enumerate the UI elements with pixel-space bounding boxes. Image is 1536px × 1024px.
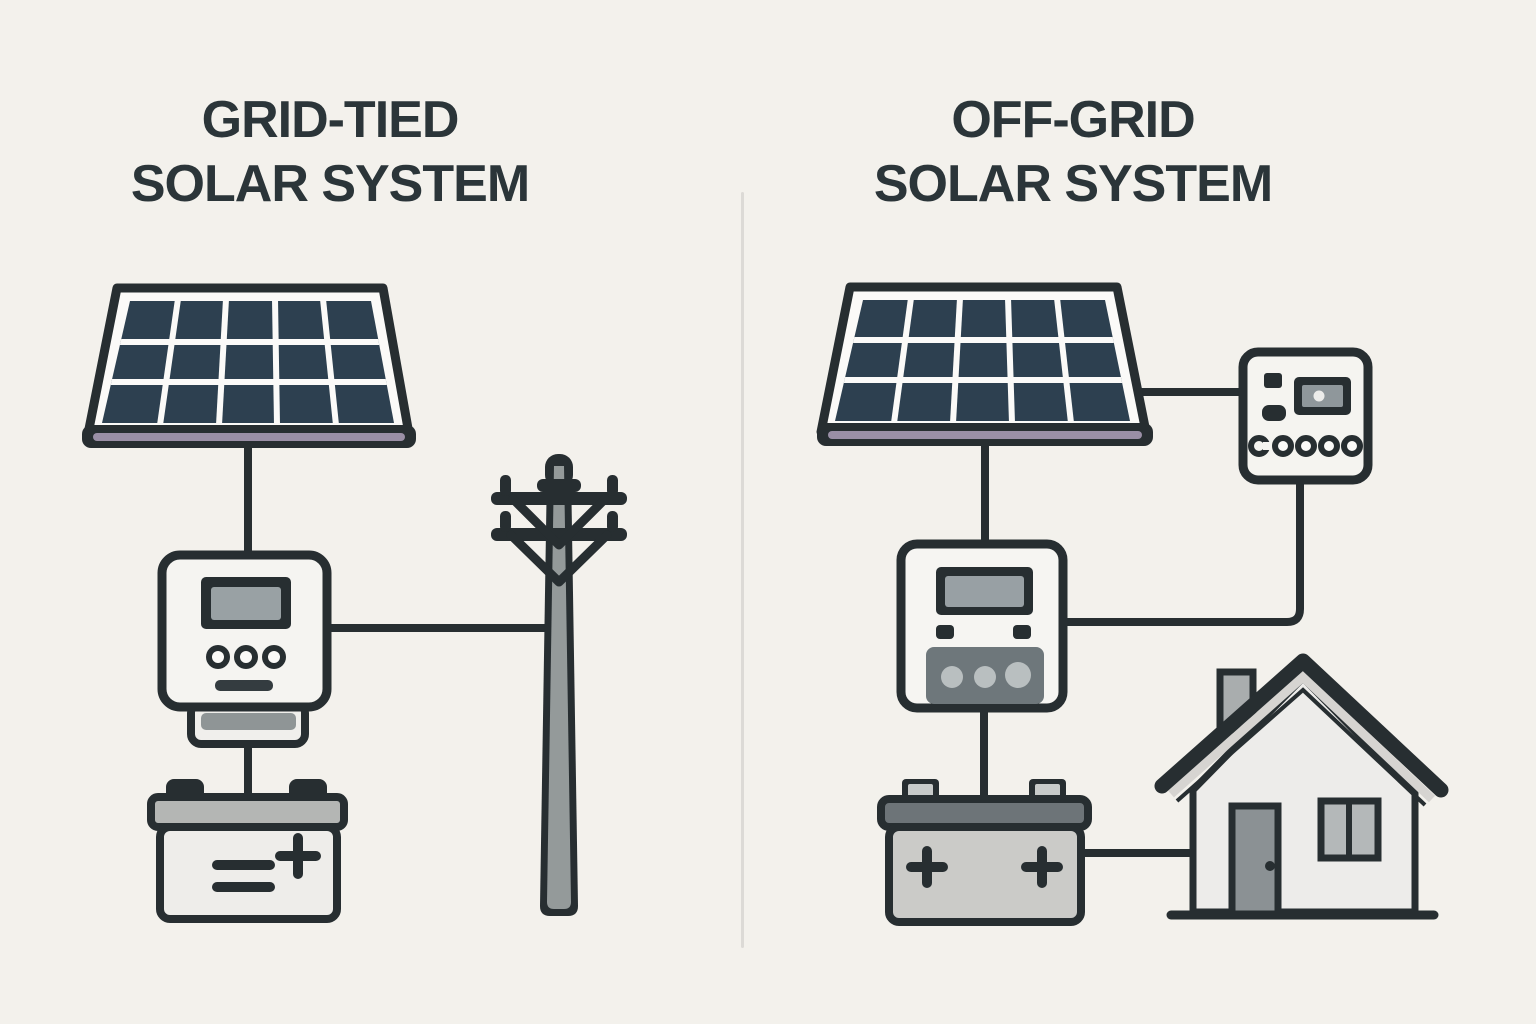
panel-cells xyxy=(102,301,394,423)
right-title-line2: SOLAR SYSTEM xyxy=(873,155,1273,213)
panel-base-trim xyxy=(828,431,1142,439)
battery-body xyxy=(156,823,341,923)
house-icon xyxy=(1154,653,1449,920)
battery-plus-mark xyxy=(1021,846,1063,888)
house-door xyxy=(1228,802,1282,918)
battery-top-bar xyxy=(147,793,348,831)
right-wires xyxy=(980,388,1304,857)
inverter-icon xyxy=(157,550,332,748)
insulator-peg xyxy=(607,475,618,496)
controller-knob xyxy=(1341,435,1363,457)
inverter-button xyxy=(941,666,963,688)
battery-minus-marks xyxy=(212,860,275,892)
controller-dial-gap xyxy=(1263,442,1272,450)
battery-plus-mark xyxy=(906,846,948,888)
controller-port xyxy=(1264,373,1282,388)
inverter-port xyxy=(936,625,954,639)
panel-base-trim xyxy=(93,433,405,441)
roof-underline xyxy=(1175,687,1427,807)
controller-knob xyxy=(1272,435,1294,457)
inverter-slot xyxy=(215,680,273,691)
battery-terminal-top xyxy=(1035,784,1060,798)
inverter-button-center xyxy=(240,651,252,663)
controller-port xyxy=(1262,405,1286,421)
inverter-button xyxy=(1005,662,1031,688)
crossarm-top xyxy=(491,492,627,505)
solar-panel-icon xyxy=(82,283,416,448)
insulator-peg xyxy=(607,511,618,532)
insulator-peg xyxy=(500,511,511,532)
panel-cells xyxy=(835,300,1130,421)
battery-plus-mark xyxy=(275,833,321,879)
insulator-peg xyxy=(500,475,511,496)
left-title-line1: GRID-TIED xyxy=(201,91,460,149)
utility-pole-icon xyxy=(491,454,627,916)
left-wires xyxy=(244,440,564,806)
right-section-title: OFF-GRID SOLAR SYSTEM xyxy=(873,88,1273,216)
controller-led xyxy=(1313,390,1325,402)
controller-body xyxy=(1238,347,1373,485)
door-knob xyxy=(1265,861,1275,871)
inverter-button-center xyxy=(212,651,224,663)
battery-icon xyxy=(147,779,348,923)
pole-braces xyxy=(506,494,612,587)
roof-stripe xyxy=(1168,670,1436,803)
wire-controller-to-inverter xyxy=(1056,474,1304,626)
controller-knob xyxy=(1295,435,1317,457)
left-section-title: GRID-TIED SOLAR SYSTEM xyxy=(130,88,530,216)
battery-body xyxy=(885,823,1085,926)
inverter-icon xyxy=(896,539,1068,713)
controller-knob xyxy=(1318,435,1340,457)
section-divider xyxy=(741,192,744,948)
pole-collar xyxy=(537,479,581,492)
left-title-line2: SOLAR SYSTEM xyxy=(130,155,530,213)
inverter-display-screen xyxy=(211,587,281,620)
inverter-button xyxy=(974,666,996,688)
battery-icon xyxy=(877,779,1092,926)
inverter-port xyxy=(1013,625,1031,639)
battery-terminal-top xyxy=(908,784,933,798)
crossarm-bottom xyxy=(491,528,627,541)
inverter-button-center xyxy=(268,651,280,663)
inverter-display-screen xyxy=(945,576,1024,607)
charge-controller-icon xyxy=(1238,347,1373,485)
house-roof xyxy=(1154,653,1449,798)
inverter-base-vent xyxy=(201,713,296,730)
battery-top-bar xyxy=(877,795,1092,831)
solar-panel-icon xyxy=(816,282,1153,446)
right-title-line1: OFF-GRID xyxy=(951,91,1195,149)
